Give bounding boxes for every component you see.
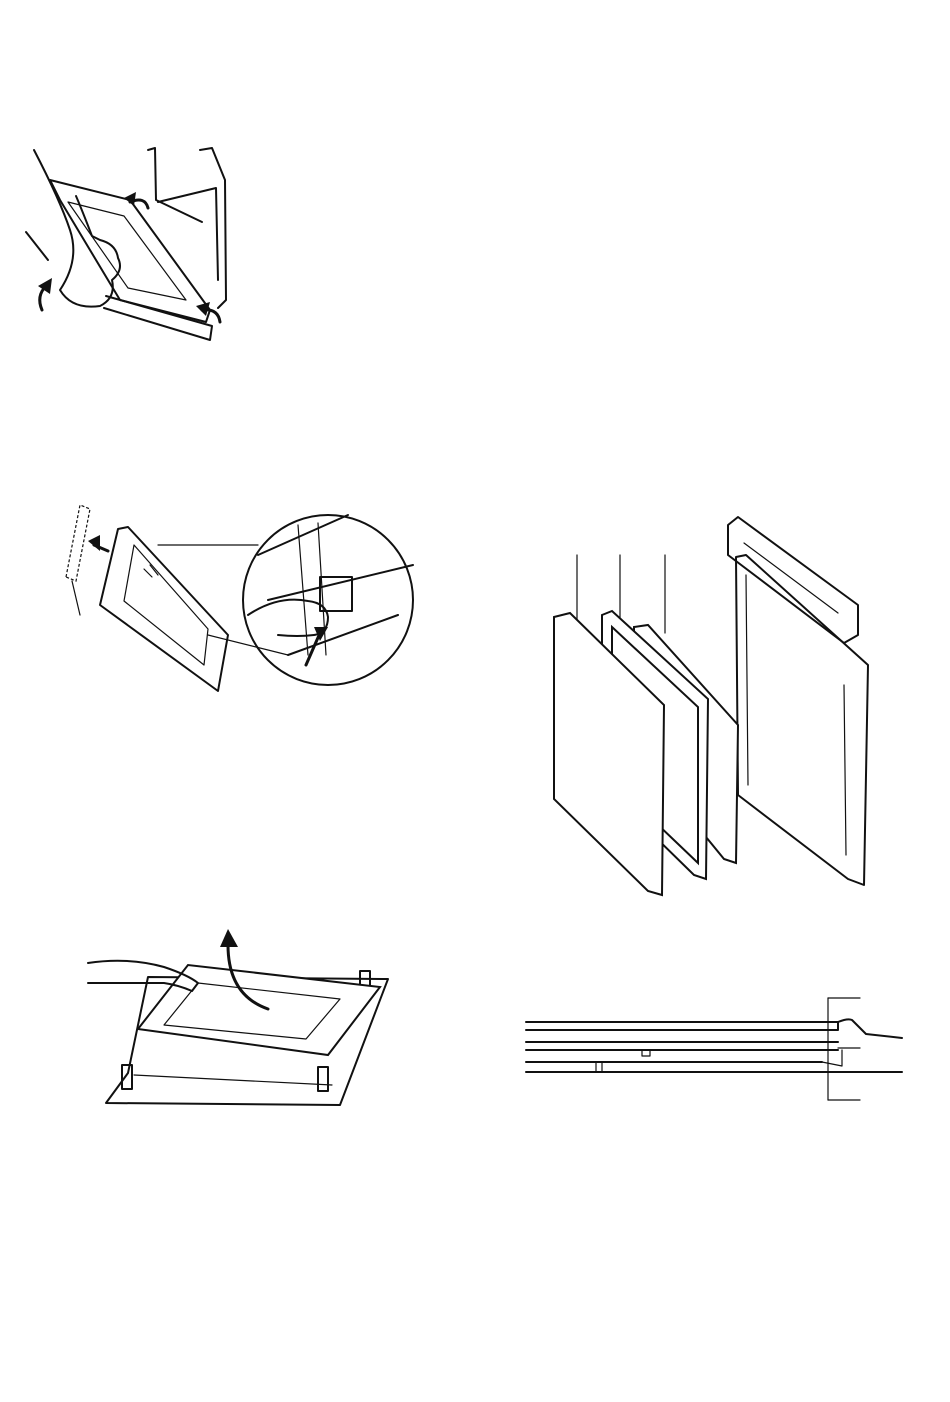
trim-section bbox=[838, 1019, 902, 1038]
removed-trim bbox=[66, 505, 90, 581]
door-panel bbox=[100, 527, 228, 691]
door-glass bbox=[124, 545, 208, 665]
figure-door-hinge-removal bbox=[20, 140, 240, 350]
inner-glass-lift-out-illustration bbox=[88, 925, 398, 1110]
figure-inner-glass-lift-out bbox=[88, 925, 398, 1110]
hinge-left bbox=[122, 1065, 132, 1089]
magnifier-detail-icon bbox=[243, 515, 413, 685]
oven-frame-inner bbox=[158, 188, 218, 280]
door-trim-release-illustration bbox=[58, 505, 418, 695]
clip-section bbox=[596, 1062, 602, 1072]
pane-retainer bbox=[822, 1050, 842, 1066]
trim-leader-line bbox=[72, 581, 80, 615]
oven-frame-left bbox=[148, 148, 202, 222]
figure-glass-stack-cross-section bbox=[522, 990, 922, 1100]
glass-reflection bbox=[144, 565, 158, 577]
hinge-right bbox=[318, 1067, 328, 1091]
figure-door-glass-exploded-view bbox=[548, 515, 878, 900]
door-body bbox=[736, 555, 868, 885]
door-base-inner bbox=[134, 1075, 332, 1085]
front-pane-section bbox=[526, 1022, 838, 1030]
door-edge-behind bbox=[26, 232, 48, 260]
figure-door-trim-release bbox=[58, 505, 418, 695]
push-arrow-icon bbox=[88, 535, 108, 551]
door-bottom-edge bbox=[104, 296, 212, 340]
oven-frame-right bbox=[200, 148, 226, 308]
door-glass-exploded-illustration bbox=[548, 515, 878, 900]
door-hinge-removal-illustration bbox=[20, 140, 240, 350]
magnifier-line-bottom bbox=[208, 635, 288, 655]
lift-arrow-icon bbox=[38, 278, 52, 310]
rotate-arrow-icon bbox=[124, 192, 148, 208]
glass-stack-cross-section-illustration bbox=[522, 990, 922, 1100]
